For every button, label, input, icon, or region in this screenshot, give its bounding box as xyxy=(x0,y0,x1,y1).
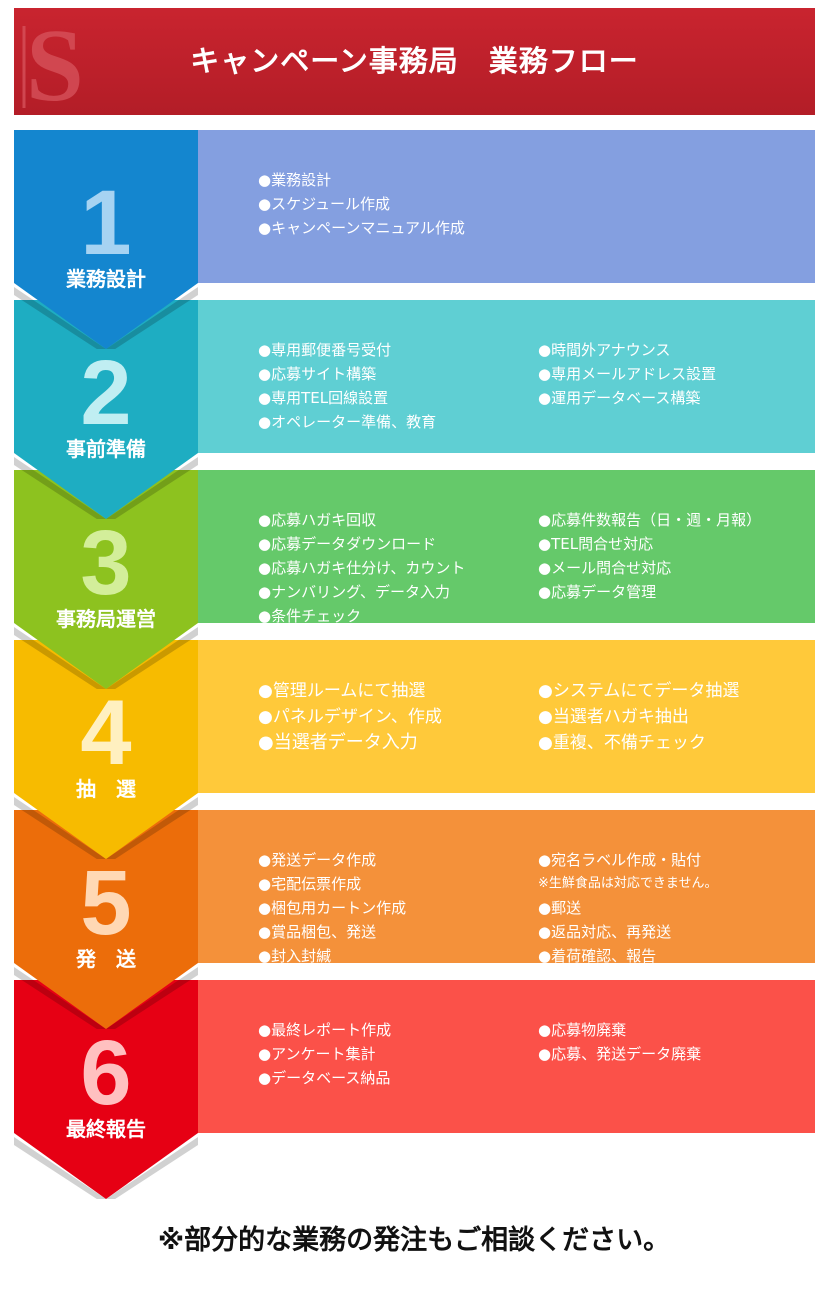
step-1-label: 業務設計 xyxy=(66,267,146,291)
task-item: ●パネルデザイン、作成 xyxy=(258,707,442,727)
task-item: ●ナンバリング、データ入力 xyxy=(258,583,451,601)
step-5-chevron xyxy=(14,810,198,1029)
step-1-number: 1 xyxy=(80,172,132,274)
step-4-left-list: ●管理ルームにて抽選 ●パネルデザイン、作成 ●当選者データ入力 xyxy=(258,678,442,756)
task-item: ●郵送 xyxy=(538,899,582,917)
step-6-panel: ●最終レポート作成 ●アンケート集計 ●データベース納品 ●応募物廃棄 ●応募、発送デー… xyxy=(198,980,815,1133)
step-5-right-list: ●宛名ラベル作成・貼付 ※生鮮食品は対応できません。 ●郵送 ●返品対応、再発送 ●着荷… xyxy=(538,848,718,968)
task-item: ●スケジュール作成 xyxy=(258,195,391,213)
task-item: ●宅配伝票作成 xyxy=(258,875,362,893)
step-2-arrow-shape xyxy=(14,300,198,519)
task-item: ●賞品梱包、発送 xyxy=(258,923,377,941)
step-3-arrow-shape xyxy=(14,470,198,689)
step-2-left-list: ●専用郵便番号受付 ●応募サイト構築 ●専用TEL回線設置 ●オペレーター準備、教育 xyxy=(258,338,436,434)
step-3-number: 3 xyxy=(80,512,132,614)
step-4-panel: ●管理ルームにて抽選 ●パネルデザイン、作成 ●当選者データ入力 ●システムにてデータ… xyxy=(198,640,815,793)
step-5-label: 発 送 xyxy=(76,947,136,971)
step-1-panel: ●業務設計 ●スケジュール作成 ●キャンペーンマニュアル作成 xyxy=(198,130,815,283)
task-item: ●専用TEL回線設置 xyxy=(258,389,389,407)
task-item: ●応募物廃棄 xyxy=(538,1021,627,1039)
task-item: ●着荷確認、報告 xyxy=(538,947,657,965)
task-item: ●時間外アナウンス xyxy=(538,341,671,359)
step-5-number: 5 xyxy=(80,852,132,954)
task-item: ●応募データダウンロード xyxy=(258,535,437,553)
task-item: ●当選者ハガキ抽出 xyxy=(538,707,689,727)
step-6-right-list: ●応募物廃棄 ●応募、発送データ廃棄 xyxy=(538,1018,701,1066)
step-2-chevron xyxy=(14,300,198,519)
step-6-label: 最終報告 xyxy=(66,1117,146,1141)
step-1-chevron xyxy=(14,130,198,349)
task-item: ●システムにてデータ抽選 xyxy=(538,681,740,701)
task-item: ●運用データベース構築 xyxy=(538,389,701,407)
task-item: ●条件チェック xyxy=(258,607,362,625)
task-item: ※生鮮食品は対応できません。 xyxy=(538,876,718,891)
footnote: ※部分的な業務の発注もご相談ください。 xyxy=(157,1225,671,1256)
task-item: ●応募件数報告（日・週・月報） xyxy=(538,511,762,529)
step-4-number: 4 xyxy=(80,682,132,784)
step-6-chevron xyxy=(14,980,198,1199)
step-2-panel: ●専用郵便番号受付●応募サイト構築●専用TEL回線設置●オペレーター準備、教育●… xyxy=(198,300,815,453)
task-item: ●最終レポート作成 xyxy=(258,1021,392,1039)
step-6-arrow-shape xyxy=(14,980,198,1199)
step-3-chevron xyxy=(14,470,198,689)
task-item: ●梱包用カートン作成 xyxy=(258,899,407,917)
step-2-label: 事前準備 xyxy=(66,437,146,461)
task-item: ●管理ルームにて抽選 xyxy=(258,681,426,701)
task-item: ●応募ハガキ仕分け、カウント xyxy=(258,559,466,577)
task-item: ●当選者データ入力 xyxy=(258,732,418,753)
task-item: ●封入封緘 xyxy=(258,947,332,965)
step-6-number: 6 xyxy=(80,1022,132,1124)
task-item: ●データベース納品 xyxy=(258,1069,391,1087)
step-4-arrow-shape xyxy=(14,640,198,859)
task-item: ●専用郵便番号受付 xyxy=(258,341,392,359)
step-1-left-list: ●業務設計 ●スケジュール作成 ●キャンペーンマニュアル作成 xyxy=(258,168,465,240)
task-item: ●オペレーター準備、教育 xyxy=(258,413,437,431)
step-5-left-list: ●発送データ作成 ●宅配伝票作成 ●梱包用カートン作成 ●賞品梱包、発送 ●封入封緘 xyxy=(258,848,406,968)
task-item: ●応募データ管理 xyxy=(538,583,657,601)
step-3-right-list: ●応募件数報告（日・週・月報） ●TEL問合せ対応 ●メール問合せ対応 ●応募データ管… xyxy=(538,508,761,604)
task-item: ●専用メールアドレス設置 xyxy=(538,365,717,383)
step-6-left-list: ●最終レポート作成 ●アンケート集計 ●データベース納品 xyxy=(258,1018,391,1090)
step-4-label: 抽 選 xyxy=(76,777,136,801)
task-item: ●応募、発送データ廃棄 xyxy=(538,1045,702,1063)
step-4-chevron xyxy=(14,640,198,859)
task-item: ●メール問合せ対応 xyxy=(538,559,672,577)
task-item: ●返品対応、再発送 xyxy=(538,923,672,941)
step-3-label: 事務局運営 xyxy=(56,607,156,631)
header-banner: S キャンペーン事務局 業務フロー xyxy=(14,8,815,115)
company-logo-icon: S xyxy=(22,16,84,112)
task-item: ●業務設計 xyxy=(258,171,332,189)
task-item: ●TEL問合せ対応 xyxy=(538,535,654,553)
task-item: ●宛名ラベル作成・貼付 xyxy=(538,851,702,869)
step-5-panel: ●発送データ作成 ●宅配伝票作成 ●梱包用カートン作成 ●賞品梱包、発送 ●封入封緘 ●宛… xyxy=(198,810,815,965)
task-item: ●応募ハガキ回収 xyxy=(258,511,377,529)
step-3-panel: ●応募ハガキ回収 ●応募データダウンロード ●応募ハガキ仕分け、カウント ●ナンバリン… xyxy=(198,470,815,625)
step-4-right-list: ●システムにてデータ抽選 ●当選者ハガキ抽出 ●重複、不備チェック xyxy=(538,678,739,756)
task-item: ●キャンペーンマニュアル作成 xyxy=(258,219,465,237)
step-3-left-list: ●応募ハガキ回収 ●応募データダウンロード ●応募ハガキ仕分け、カウント ●ナンバリン… xyxy=(258,508,465,628)
page-title: キャンペーン事務局 業務フロー xyxy=(190,44,639,78)
task-item: ●アンケート集計 xyxy=(258,1045,376,1063)
step-2-right-list: ●時間外アナウンス ●専用メールアドレス設置 ●運用データベース構築 xyxy=(538,338,716,410)
task-item: ●発送データ作成 xyxy=(258,851,377,869)
task-item: ●応募サイト構築 xyxy=(258,365,377,383)
task-item: ●重複、不備チェック xyxy=(538,733,706,753)
step-5-arrow-shape xyxy=(14,810,198,1029)
svg-text:S: S xyxy=(26,16,84,112)
step-1-arrow-shape xyxy=(14,130,198,349)
step-2-number: 2 xyxy=(80,342,132,444)
